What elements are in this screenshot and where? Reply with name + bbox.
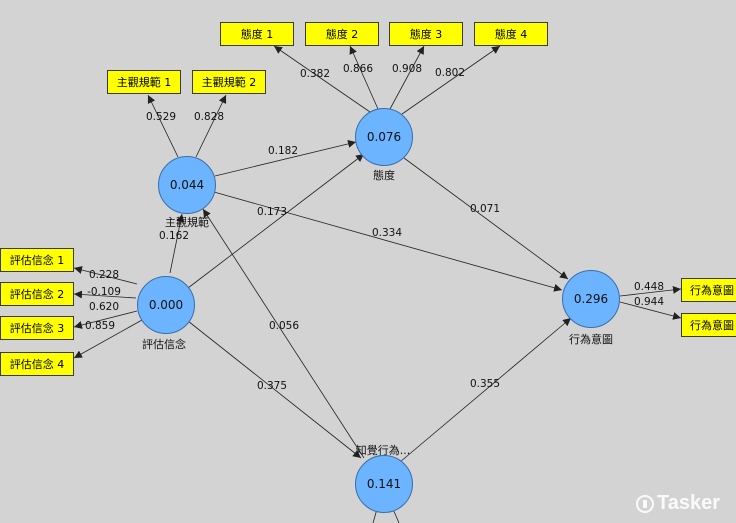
latent-belief-name: 評估信念: [142, 338, 186, 351]
loading-arrow-belief-2: [73, 290, 137, 299]
indicator-subjective-1[interactable]: 主觀規範 1: [107, 70, 181, 94]
latent-subjective-name: 主觀規範: [165, 216, 209, 229]
loading-arrow-pbc-2: [392, 508, 400, 523]
path-arrow-belief-attitude: [187, 153, 365, 289]
weight-belief-1: 0.228: [88, 269, 120, 281]
path-arrow-pbc-intention: [399, 317, 572, 463]
loading-arrow-attitude-1: [273, 45, 371, 113]
weight-belief-pbc: 0.375: [256, 380, 288, 392]
path-arrow-subjective-attitude: [214, 139, 357, 177]
latent-subjective[interactable]: 0.044: [158, 156, 216, 214]
latent-intention-name: 行為意圖: [569, 333, 613, 346]
indicator-intention-1[interactable]: 行為意圖: [681, 278, 736, 302]
loading-arrow-attitude-3: [389, 45, 425, 110]
path-arrow-pbc-subjective: [202, 208, 365, 459]
loading-arrow-belief-3: [73, 310, 138, 329]
path-arrow-belief-subjective: [169, 213, 185, 274]
loading-arrow-attitude-2: [349, 45, 379, 110]
indicator-intention-2[interactable]: 行為意圖: [681, 313, 736, 337]
tasker-logo-icon: [635, 494, 654, 513]
weight-belief-3: 0.620: [88, 301, 120, 313]
tasker-watermark-text: Tasker: [656, 492, 720, 514]
weight-subjective-2: 0.828: [193, 111, 225, 123]
weight-subjective-1: 0.529: [145, 111, 177, 123]
weight-pbc-intention: 0.355: [469, 378, 501, 390]
path-arrow-attitude-intention: [403, 157, 569, 280]
weight-belief-subjective: 0.162: [158, 230, 190, 242]
indicator-attitude-4[interactable]: 態度 4: [474, 22, 548, 46]
latent-pbc[interactable]: 0.141: [355, 455, 413, 513]
latent-belief[interactable]: 0.000: [137, 276, 195, 334]
weight-attitude-4: 0.802: [434, 67, 466, 79]
loading-arrow-subjective-2: [195, 94, 227, 158]
weight-subjective-intention: 0.334: [371, 227, 403, 239]
weight-intention-2: 0.944: [633, 296, 665, 308]
weight-belief-attitude: 0.173: [256, 206, 288, 218]
latent-attitude-name: 態度: [373, 169, 395, 182]
weight-belief-4: 0.859: [84, 320, 116, 332]
tasker-watermark: Tasker: [635, 492, 720, 515]
loading-arrow-intention-1: [619, 285, 682, 297]
path-arrow-subjective-intention: [213, 191, 563, 292]
indicator-belief-2[interactable]: 評估信念 2: [0, 282, 74, 306]
indicator-belief-4[interactable]: 評估信念 4: [0, 352, 74, 376]
loading-arrow-belief-4: [73, 319, 143, 359]
weight-subjective-attitude: 0.182: [267, 145, 299, 157]
weight-attitude-1: 0.382: [299, 68, 331, 80]
indicator-attitude-3[interactable]: 態度 3: [389, 22, 463, 46]
weight-pbc-subjective: 0.056: [268, 320, 300, 332]
indicator-attitude-1[interactable]: 態度 1: [220, 22, 294, 46]
weight-belief-2: -0.109: [87, 286, 121, 298]
weight-attitude-2: 0.866: [342, 63, 374, 75]
latent-attitude[interactable]: 0.076: [355, 108, 413, 166]
indicator-subjective-2[interactable]: 主觀規範 2: [192, 70, 266, 94]
indicator-belief-1[interactable]: 評估信念 1: [0, 248, 74, 272]
path-arrow-belief-pbc: [187, 320, 362, 459]
weight-attitude-3: 0.908: [391, 63, 423, 75]
latent-intention[interactable]: 0.296: [562, 270, 620, 328]
weight-attitude-intention: 0.071: [469, 203, 501, 215]
weight-intention-1: 0.448: [633, 281, 665, 293]
loading-arrow-attitude-4: [401, 45, 501, 115]
indicator-belief-3[interactable]: 評估信念 3: [0, 316, 74, 340]
loading-arrow-intention-2: [619, 301, 682, 320]
latent-pbc-name: 知覺行為...: [355, 444, 411, 457]
loading-arrow-belief-1: [73, 266, 138, 285]
loading-arrow-subjective-1: [147, 94, 179, 158]
indicator-attitude-2[interactable]: 態度 2: [305, 22, 379, 46]
